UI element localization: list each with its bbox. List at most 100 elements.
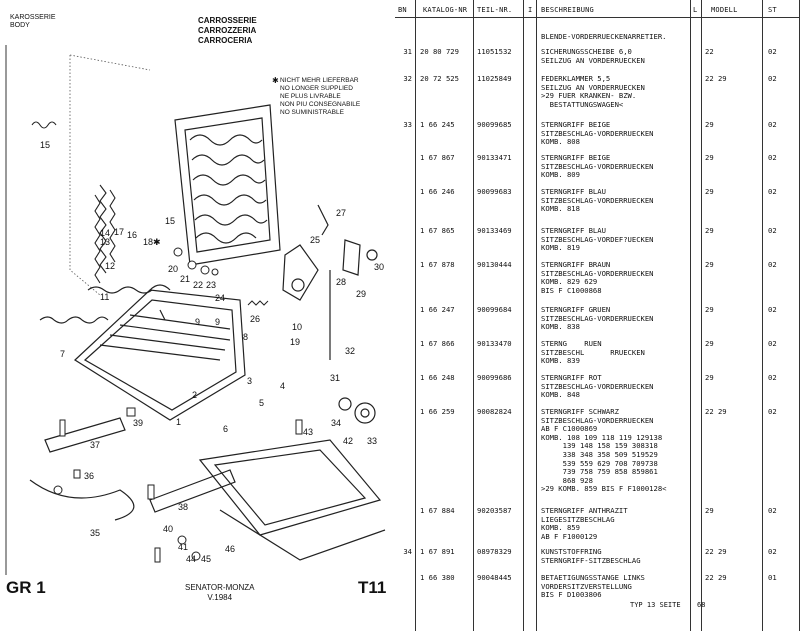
section-header-fr: CARROSSERIE CARROZZERIA CARROCERIA	[198, 16, 257, 46]
note-line: NE PLUS LIVRABLE	[280, 93, 341, 100]
diagram-panel: KAROSSERIE BODY CARROSSERIE CARROZZERIA …	[0, 0, 395, 631]
cell-description-line: >29 FUER KRANKEN- BZW.	[541, 91, 637, 101]
part-number-label: 4	[280, 381, 285, 391]
cell-modell: 22 29	[705, 573, 727, 582]
cell-description-line: BLENDE-VORDERRUECKENARRETIER.	[541, 32, 667, 41]
cell-st: 02	[768, 153, 777, 162]
cell-description-line: SITZBESCHLAG-VORDERRUECKEN	[541, 381, 654, 391]
column-divider	[415, 0, 416, 631]
cell-katalog: 1 67 867	[420, 153, 455, 162]
cell-st: 01	[768, 573, 777, 582]
part-number-label: 25	[310, 235, 320, 245]
cell-st: 02	[768, 47, 777, 56]
header-line: CARROSSERIE	[198, 16, 257, 25]
header-divider	[395, 17, 800, 18]
cell-modell: 29	[705, 226, 714, 235]
part-number-label: 1	[176, 417, 181, 427]
cell-bn: 32	[403, 74, 412, 83]
cell-teil: 90099683	[477, 187, 512, 196]
cell-description-line: VORDERSITZVERSTELLUNG	[541, 581, 632, 591]
cell-description-line: BIS F D1003806	[541, 590, 602, 600]
section-header-de: KAROSSERIE BODY	[10, 14, 56, 30]
cell-description-line: KOMB. 809	[541, 170, 580, 180]
cell-description-line: BIS F C1000868	[541, 285, 602, 295]
part-number-label: 26	[250, 314, 260, 324]
model-label: SENATOR-MONZA V.1984	[185, 583, 254, 603]
cell-description-line: SITZBESCHLAG-VORDERRUECKEN	[541, 128, 654, 138]
part-number-label: 43	[303, 427, 313, 437]
page-footer-type: TYP 13 SEITE	[630, 601, 681, 609]
col-header-i: I	[528, 6, 533, 14]
cell-katalog: 1 67 891	[420, 547, 455, 556]
column-divider	[762, 0, 763, 631]
page-number: 68	[697, 601, 706, 609]
part-number-label: 21	[180, 274, 190, 284]
column-divider	[536, 0, 537, 631]
cell-teil: 90099685	[477, 120, 512, 129]
cell-st: 02	[768, 547, 777, 556]
cell-modell: 22 29	[705, 547, 727, 556]
part-number-label: 22	[193, 280, 203, 290]
cell-description-line: KOMB. 818	[541, 204, 580, 214]
cell-description-line: STERNGRIFF SCHWARZ	[541, 407, 619, 416]
cell-modell: 22 29	[705, 74, 727, 83]
part-number-label: 35	[90, 528, 100, 538]
part-number-label: 42	[343, 436, 353, 446]
part-number-label: 15	[165, 216, 175, 226]
cell-st: 02	[768, 74, 777, 83]
part-number-label: 18✱	[143, 237, 161, 247]
model-version: V.1984	[207, 593, 233, 602]
part-number-label: 13	[100, 237, 110, 247]
cell-teil: 08978329	[477, 547, 512, 556]
part-number-label: 34	[331, 418, 341, 428]
part-number-label: 15	[40, 140, 50, 150]
cell-description-line: AB F C1000869	[541, 424, 598, 434]
cell-st: 02	[768, 187, 777, 196]
part-number-label: 30	[374, 262, 384, 272]
cell-description-line: KOMB. 829 629	[541, 277, 598, 287]
cell-description-line: STERNGRIFF BEIGE	[541, 120, 611, 129]
header-line: BODY	[10, 22, 30, 29]
part-number-label: 17	[114, 227, 124, 237]
cell-description-line: AB F F1000129	[541, 531, 598, 541]
cell-st: 02	[768, 226, 777, 235]
part-number-label: 31	[330, 373, 340, 383]
cell-teil: 90099686	[477, 373, 512, 382]
parts-table: BN KATALOG-NR TEIL-NR. I BESCHREIBUNG L …	[395, 0, 800, 631]
cell-st: 02	[768, 260, 777, 269]
cell-description-line: BETAETIGUNGSSTANGE LINKS	[541, 573, 645, 582]
cell-teil: 90133469	[477, 226, 512, 235]
cell-bn: 31	[403, 47, 412, 56]
cell-modell: 29	[705, 339, 714, 348]
cell-description-line: SITZBESCHLAG-VORDERRUECKEN	[541, 313, 654, 323]
cell-description-line: SITZBESCHLAG-VORDERRUECKEN	[541, 268, 654, 278]
cell-st: 02	[768, 407, 777, 416]
part-number-label: 24	[215, 293, 225, 303]
part-number-label: 38	[178, 502, 188, 512]
cell-description-line: STERNGRIFF BRAUN	[541, 260, 611, 269]
cell-description-line: 868 928	[541, 475, 593, 485]
part-number-label: 19	[290, 337, 300, 347]
cell-teil: 90133470	[477, 339, 512, 348]
column-divider	[701, 0, 702, 631]
cell-bn: 34	[403, 547, 412, 556]
cell-description-line: LIEGESITZBESCHLAG	[541, 514, 615, 524]
cell-katalog: 20 80 729	[420, 47, 459, 56]
star-icon: ✱	[272, 76, 279, 85]
cell-teil: 90130444	[477, 260, 512, 269]
cell-katalog: 1 66 247	[420, 305, 455, 314]
cell-katalog: 1 66 380	[420, 573, 455, 582]
cell-st: 02	[768, 506, 777, 515]
part-number-label: 3	[247, 376, 252, 386]
cell-description-line: SITZBESCHLAG-VORDERRUECKEN	[541, 161, 654, 171]
cell-description-line: SITZBESCHLAG-VORDERRUECKEN	[541, 195, 654, 205]
cell-teil: 90133471	[477, 153, 512, 162]
cell-modell: 29	[705, 120, 714, 129]
cell-description-line: SITZBESCHLAG-VORDEF?UECKEN	[541, 234, 654, 244]
exploded-seat-diagram: 15 14 13 12 11 15 17 16 18✱ 20 21 22 23 …	[5, 45, 386, 575]
cell-teil: 11025849	[477, 74, 512, 83]
part-number-label: 23	[206, 280, 216, 290]
cell-description-line: STERNGRIFF-SITZBESCHLAG	[541, 555, 641, 565]
cell-description-line: STERNGRIFF ANTHRAZIT	[541, 506, 628, 515]
header-line: KAROSSERIE	[10, 14, 56, 21]
